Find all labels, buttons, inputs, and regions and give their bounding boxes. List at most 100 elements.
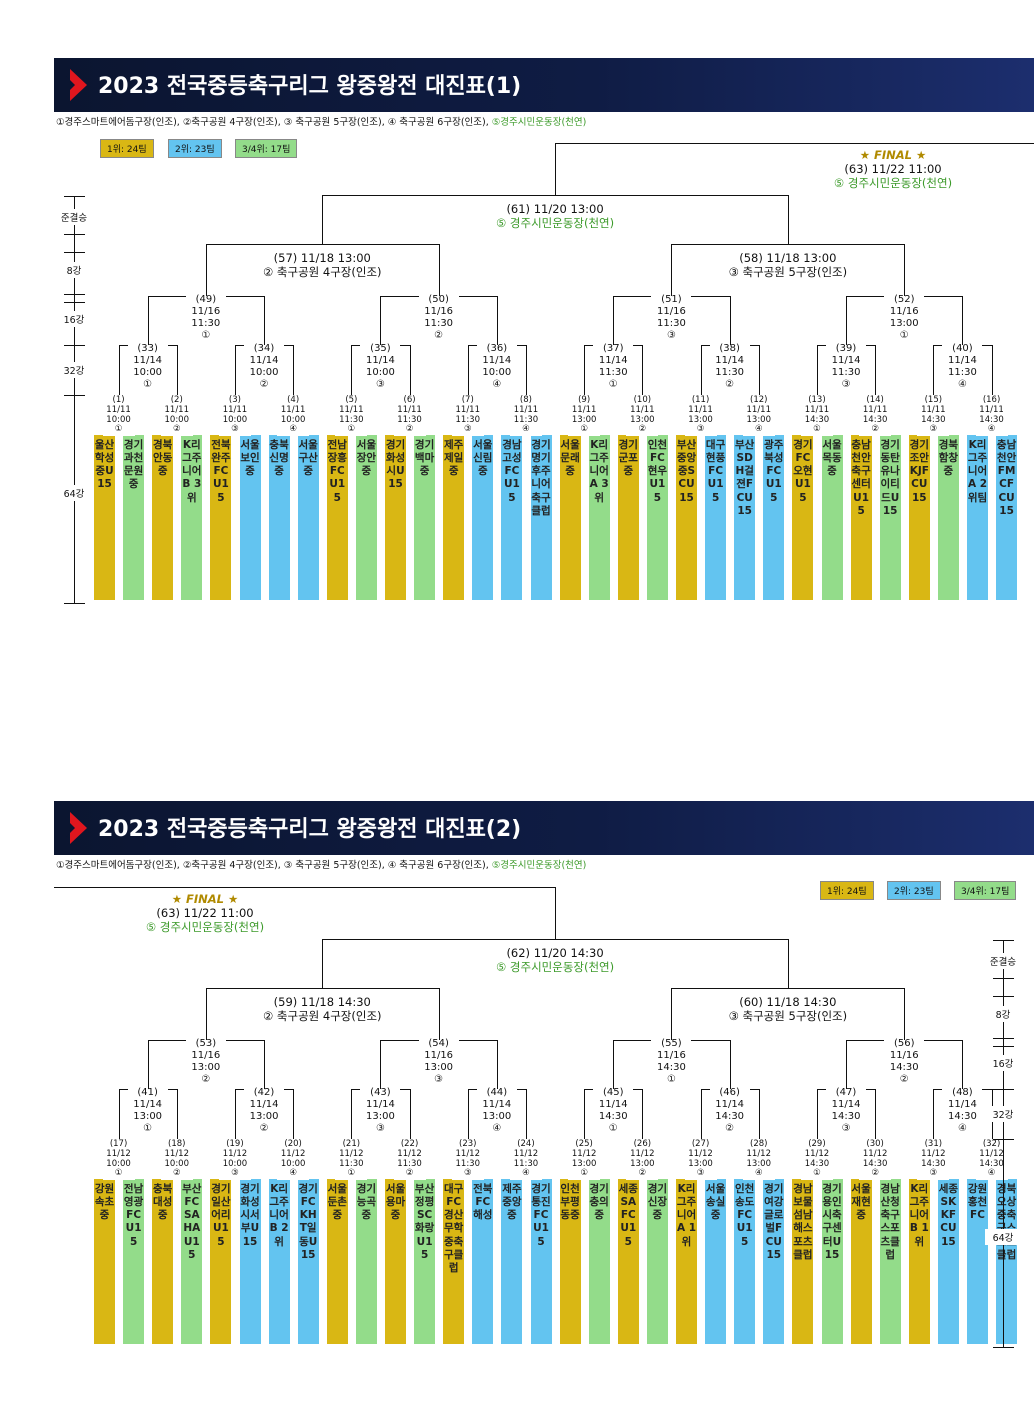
match-venue: ② (405, 1168, 414, 1179)
match-time: 14:30 (948, 1111, 977, 1122)
team-slot: 서울용마중 (385, 1179, 406, 1344)
match-venue: ② (638, 424, 647, 435)
bracket-line (700, 1089, 702, 1139)
match-venue: ① (143, 1123, 153, 1134)
match-time: 14:30 (921, 414, 946, 425)
match-date: 11/14 (482, 1099, 512, 1110)
match-info: (62) 11/20 14:30 (506, 946, 604, 960)
match-no: (27) (691, 1139, 710, 1149)
match-date: 11/12 (106, 1148, 131, 1159)
match-date: 11/11 (455, 404, 481, 415)
bracket-line (758, 345, 760, 395)
round-label: 준결승 (985, 953, 1021, 969)
match-date: 11/12 (339, 1148, 364, 1159)
bracket-line (875, 345, 877, 395)
match-time: 11:30 (397, 1158, 422, 1169)
match-venue: ⑤ 경주시민운동장(천연) (833, 175, 953, 190)
match-no: (32) (982, 1139, 1001, 1149)
team-slot: 경기충의중 (588, 1179, 610, 1344)
match-time: 10:00 (280, 414, 306, 425)
match-time: 14:30 (715, 1111, 745, 1122)
match-no: (21) (342, 1139, 361, 1149)
bracket-line (904, 244, 906, 296)
match-date: 11/12 (455, 1148, 481, 1159)
team-slot: 경기과천문원중 (123, 435, 145, 600)
match-venue: ④ (957, 379, 967, 390)
team-slot: 경기여강글로벌FCU15 (763, 1179, 785, 1344)
match-date: 11/11 (571, 404, 597, 415)
final-star-label: ★ FINAL ★ (859, 148, 927, 162)
bracket-line (846, 1040, 848, 1089)
match-date: 11/12 (804, 1148, 830, 1159)
bracket-line (293, 1089, 295, 1139)
match-no: (14) (866, 395, 884, 405)
match-venue: ① (899, 330, 909, 341)
match-no: (43) (370, 1087, 391, 1098)
bracket-line (467, 1089, 469, 1139)
match-venue: ① (114, 1168, 123, 1179)
team-slot: 경남산청축구스포츠클럽 (879, 1179, 901, 1344)
bracket-line (64, 395, 85, 396)
bracket-line (613, 1040, 615, 1089)
match-time: 11:30 (455, 414, 481, 425)
team-slot: 충남천안FMCFCU15 (996, 435, 1018, 600)
match-venue: ④ (754, 424, 763, 435)
bracket-line (993, 940, 1014, 941)
match-date: 11/11 (804, 404, 830, 415)
match-date: 11/14 (715, 355, 745, 366)
match-venue: ① (608, 379, 618, 390)
team-slot: 서울목동중 (821, 435, 843, 600)
match-date: 11/14 (948, 1099, 977, 1110)
legend-first-place: 1위: 24팀 (100, 139, 154, 158)
match-venue: ② (405, 424, 414, 435)
match-time: 11:30 (339, 414, 364, 425)
bracket-line (846, 296, 848, 345)
bracket-line (962, 296, 964, 345)
team-slot: 서울송실중 (705, 1179, 727, 1344)
bracket-line (234, 1089, 236, 1139)
match-time: 10:00 (222, 1158, 248, 1169)
match-date: 11/12 (164, 1148, 190, 1159)
match-time: 14:30 (657, 1062, 686, 1073)
match-time: 11:30 (598, 367, 628, 378)
match-time: 11:30 (513, 414, 539, 425)
match-venue: ② (871, 424, 879, 435)
team-slot: 전남영광FCU15 (123, 1179, 145, 1344)
page-title: 2023 전국중등축구리그 왕중왕전 대진표(1) (98, 74, 522, 99)
bracket-line (991, 345, 993, 395)
match-venue: ② (899, 1074, 909, 1085)
match-venue: ① (347, 424, 356, 435)
match-time: 13:00 (688, 414, 713, 425)
match-no: (28) (750, 1139, 768, 1149)
bracket-line (525, 1089, 527, 1139)
match-date: 11/12 (222, 1148, 248, 1159)
team-slot: 전남장흥FCU15 (326, 435, 348, 600)
match-time: 11:30 (397, 414, 422, 425)
bracket-line (409, 1089, 411, 1139)
match-venue: ① (580, 424, 588, 435)
bracket-line (64, 196, 85, 197)
match-no: (22) (400, 1139, 419, 1149)
bracket-line (293, 345, 295, 395)
bracket-line (613, 296, 615, 345)
match-date: 11/12 (688, 1148, 713, 1159)
round-label: 8강 (985, 1006, 1021, 1022)
match-venue: ③ (696, 1168, 705, 1179)
bracket-line (205, 244, 440, 245)
team-slot: 경기조안KJFCU15 (908, 435, 930, 600)
match-no: (6) (403, 395, 416, 405)
match-time: 13:00 (746, 414, 772, 425)
match-venue: ② (434, 330, 444, 341)
match-info: (63) 11/22 11:00 (156, 905, 254, 920)
